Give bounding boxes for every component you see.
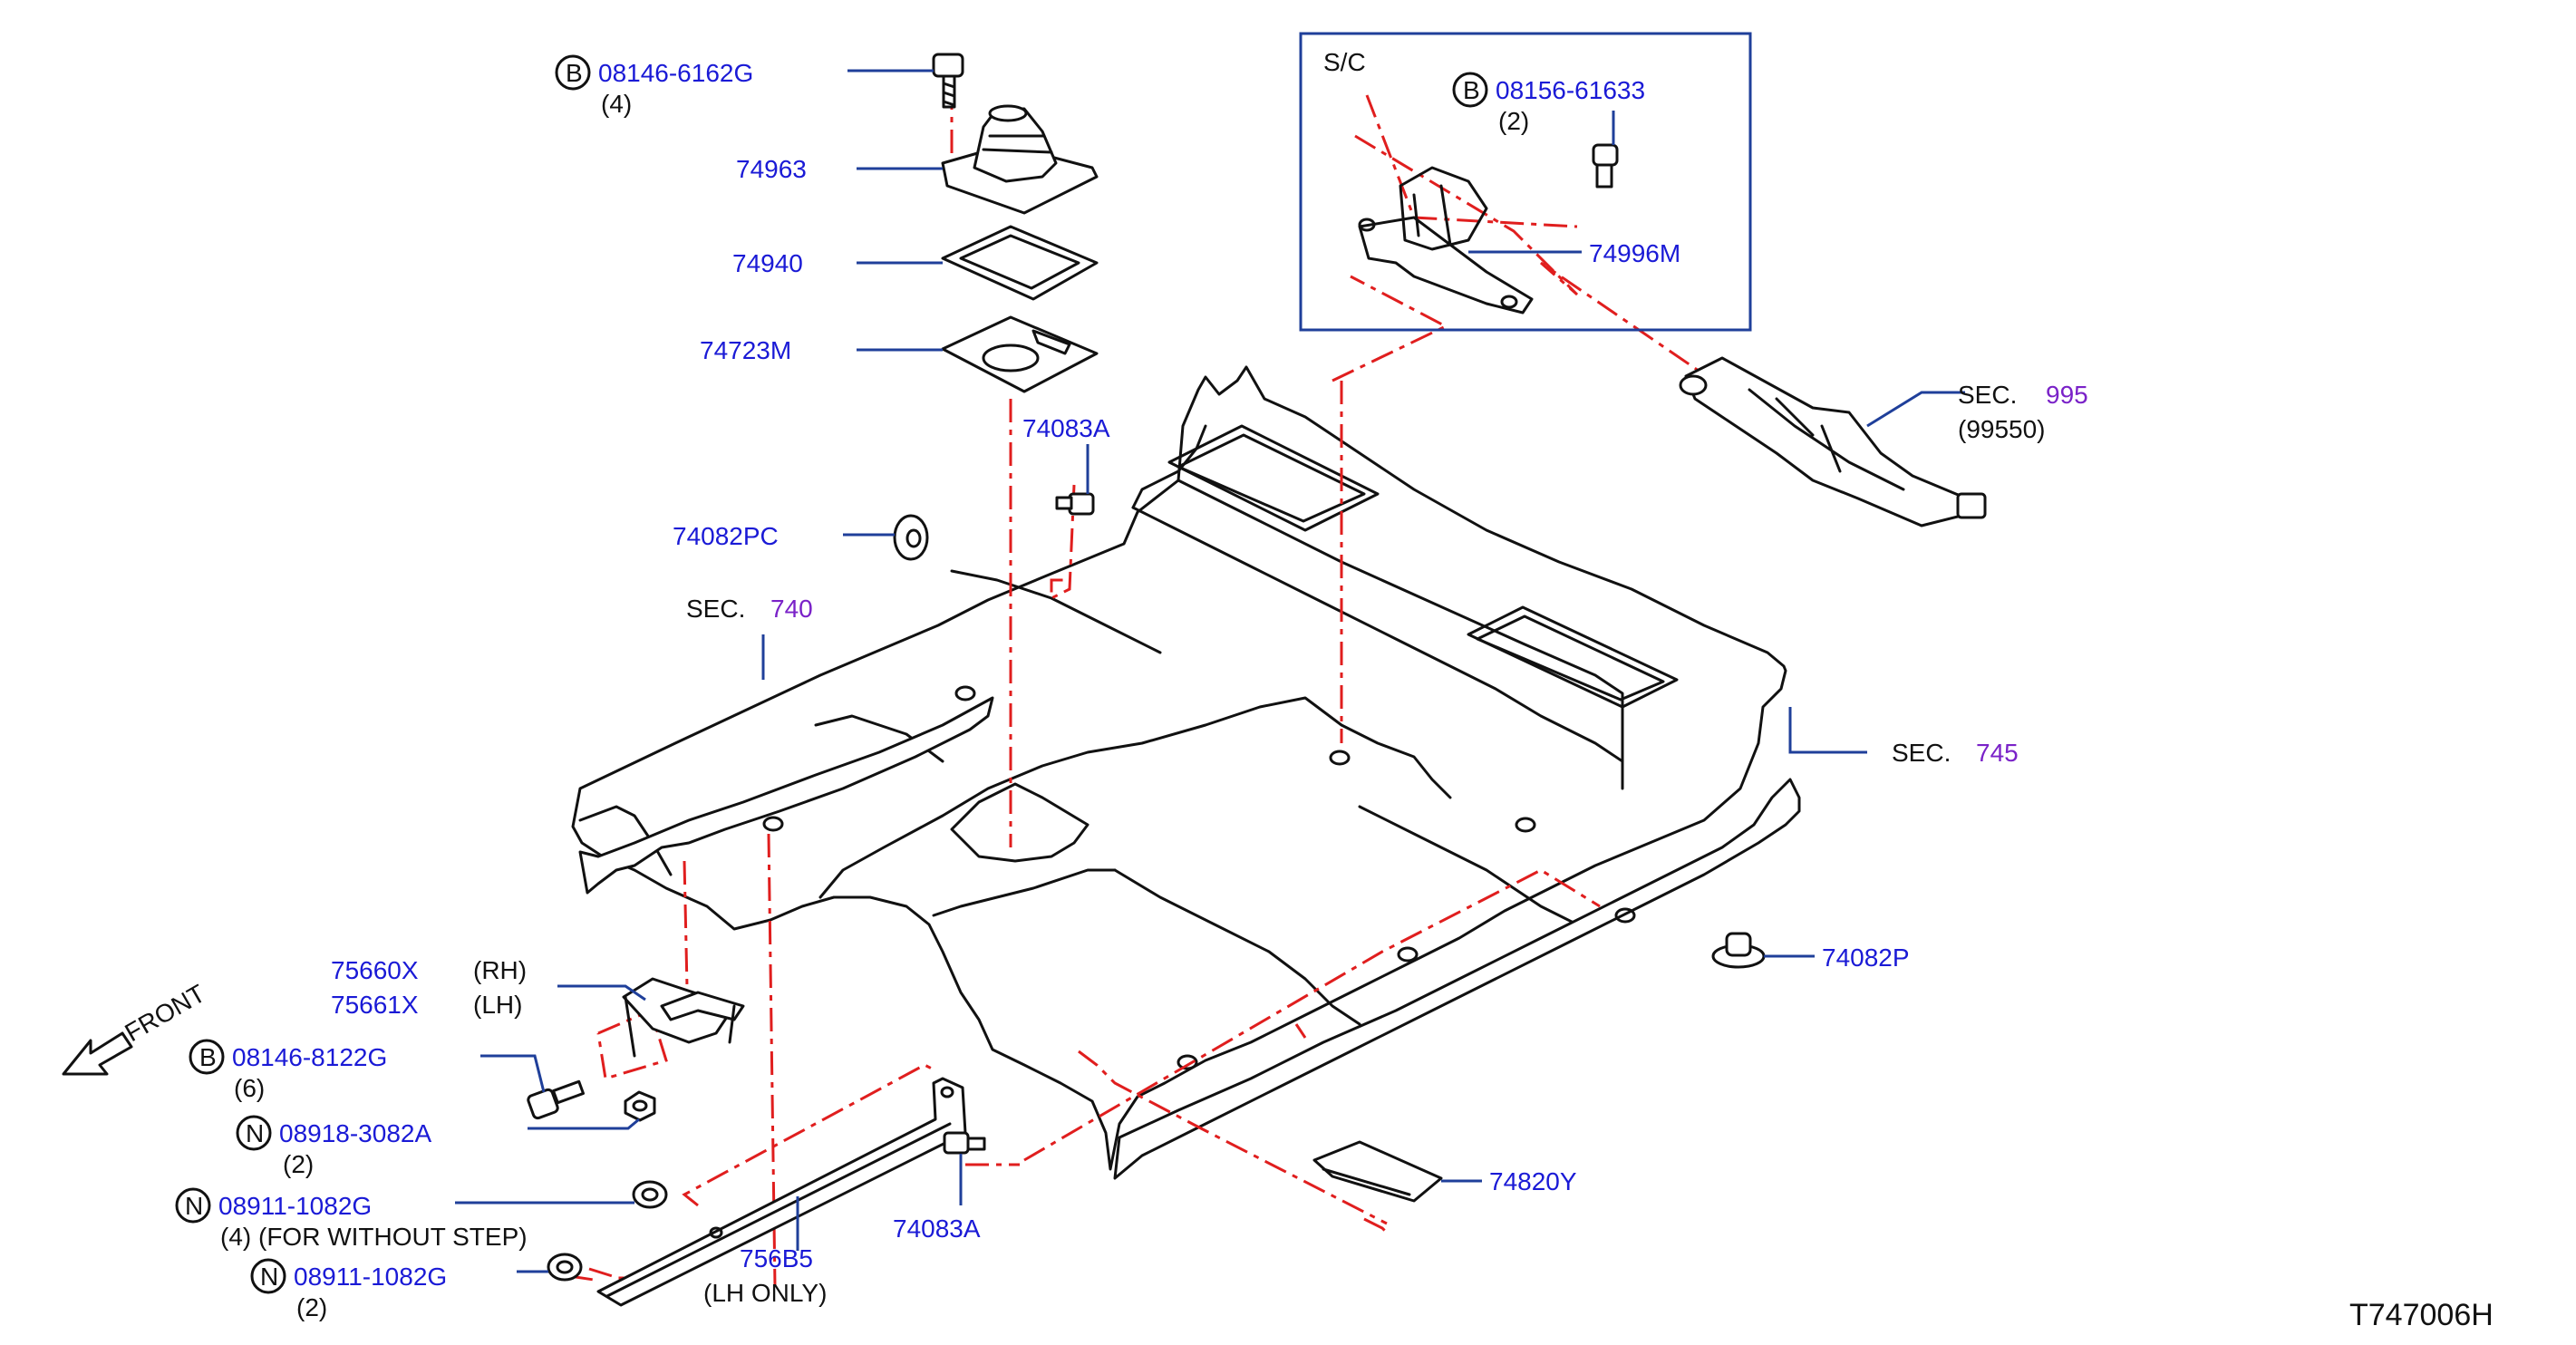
plug-74082P [1711, 932, 1766, 969]
diagram-id: T747006H [2349, 1298, 2494, 1332]
cover-74723M [941, 315, 1099, 393]
label-74820Y: 74820Y [1489, 1167, 1577, 1195]
marker-b3: B [199, 1043, 217, 1071]
nut-08911-1082G-a [632, 1180, 668, 1209]
label-75661X: 75661X [331, 991, 419, 1019]
label-sec995: SEC. [1958, 381, 2017, 409]
sc-inset-box [1299, 32, 1752, 332]
note-08146-8122G: (6) [234, 1074, 265, 1102]
note-75661X: (LH) [473, 991, 522, 1019]
bolt-08146-6162G [932, 53, 964, 109]
note-75660X: (RH) [473, 956, 527, 984]
label-74963: 74963 [736, 155, 807, 183]
note-08156-61633: (2) [1498, 107, 1529, 135]
label-sec740: SEC. [686, 595, 745, 623]
label-74082P: 74082P [1822, 943, 1910, 972]
leader-lines [455, 69, 1965, 1273]
label-sec745: SEC. [1892, 739, 1951, 767]
bracket-74996M [1358, 166, 1534, 314]
front-label: FRONT [121, 979, 210, 1047]
rail-756B5 [596, 1077, 967, 1307]
floor-panel [571, 365, 1801, 1180]
label-08911-1082G-b: 08911-1082G [294, 1263, 447, 1291]
label-74083A-bottom: 74083A [893, 1214, 981, 1243]
note-08911-1082G-b: (2) [296, 1293, 327, 1321]
note-08911-1082G-a: (4) (FOR WITHOUT STEP) [220, 1223, 528, 1251]
label-756B5: 756B5 [740, 1244, 813, 1272]
bolt-08156-61633 [1592, 143, 1619, 189]
jack-99550 [1679, 356, 1987, 527]
note-sec995: (99550) [1958, 415, 2046, 443]
label-sec740-num: 740 [770, 595, 813, 623]
note-08146-6162G: (4) [601, 90, 632, 118]
label-08146-6162G: 08146-6162G [598, 59, 753, 87]
note-08918-3082A: (2) [283, 1150, 314, 1178]
marker-b2: B [1463, 76, 1480, 104]
label-74940: 74940 [732, 249, 803, 277]
nut-08911-1082G-b [547, 1253, 583, 1282]
label-08918-3082A: 08918-3082A [279, 1119, 431, 1147]
inset-title: S/C [1323, 48, 1366, 76]
label-sec745-num: 745 [1976, 739, 2019, 767]
label-74996M: 74996M [1589, 239, 1680, 267]
marker-n1: N [246, 1119, 264, 1147]
front-arrow-icon [62, 1031, 133, 1076]
label-75660X: 75660X [331, 956, 419, 984]
marker-b1: B [566, 59, 583, 87]
note-756B5: (LH ONLY) [703, 1279, 827, 1307]
label-08911-1082G-a: 08911-1082G [218, 1192, 372, 1220]
label-74723M: 74723M [700, 336, 791, 364]
marker-n2: N [185, 1192, 203, 1220]
bolt-74083A-top [1055, 492, 1095, 516]
bezel-74940 [941, 225, 1099, 301]
shift-boot-74963 [941, 104, 1099, 215]
grommet-74082PC [893, 514, 929, 561]
label-74083A-top: 74083A [1022, 414, 1110, 442]
label-08156-61633: 08156-61633 [1496, 76, 1645, 104]
marker-n3: N [260, 1263, 278, 1291]
label-08146-8122G: 08146-8122G [232, 1043, 387, 1071]
bolt-74083A-bottom [943, 1131, 986, 1155]
label-74082PC: 74082PC [673, 522, 779, 550]
pad-74820Y [1312, 1140, 1443, 1203]
nut-08918-3082A [624, 1090, 656, 1122]
bracket-75660X [622, 977, 745, 1058]
bolt-08146-8122G [527, 1079, 585, 1120]
label-sec995-num: 995 [2046, 381, 2088, 409]
centerlines [568, 86, 1714, 1288]
